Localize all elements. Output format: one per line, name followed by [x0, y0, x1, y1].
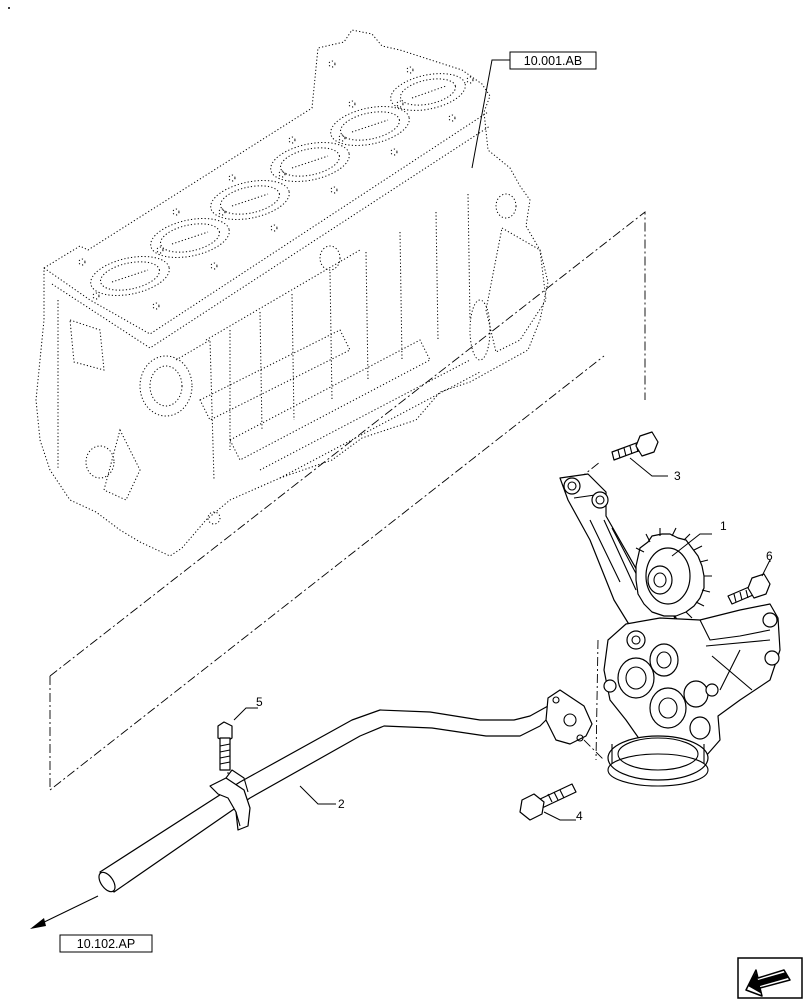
bolt-3: [611, 431, 659, 461]
callout-label-5: 5: [256, 695, 263, 709]
oil-suction-pipe: [98, 689, 593, 893]
callout-label-1: 1: [720, 519, 727, 533]
engine-block-illustration: [35, 29, 549, 557]
callout-4: 4: [543, 809, 583, 823]
ref-box-oil-outlet[interactable]: 10.102.AP: [59, 934, 153, 953]
callout-1: 1: [671, 519, 727, 557]
callout-label-3: 3: [674, 469, 681, 483]
leader-engine-block: [471, 59, 510, 169]
callout-2: 2: [299, 785, 345, 811]
hand-pointer-arrow-icon[interactable]: [737, 957, 803, 999]
callout-label-2: 2: [338, 797, 345, 811]
bolt-4: [519, 783, 577, 821]
callout-label-4: 4: [576, 809, 583, 823]
ref-label-engine-block: 10.001.AB: [524, 54, 582, 68]
corner-mark: [8, 7, 10, 9]
bolt-6: [727, 573, 771, 605]
callout-5: 5: [233, 695, 263, 721]
arrow-down-left-icon: [30, 895, 99, 929]
callout-3: 3: [629, 457, 681, 483]
callout-label-6: 6: [766, 549, 773, 563]
ref-box-engine-block[interactable]: 10.001.AB: [509, 51, 597, 70]
oil-pump-assembly: [559, 473, 781, 787]
callout-6: 6: [761, 549, 773, 577]
bolt-5: [217, 721, 233, 771]
ref-label-oil-outlet: 10.102.AP: [77, 937, 135, 951]
